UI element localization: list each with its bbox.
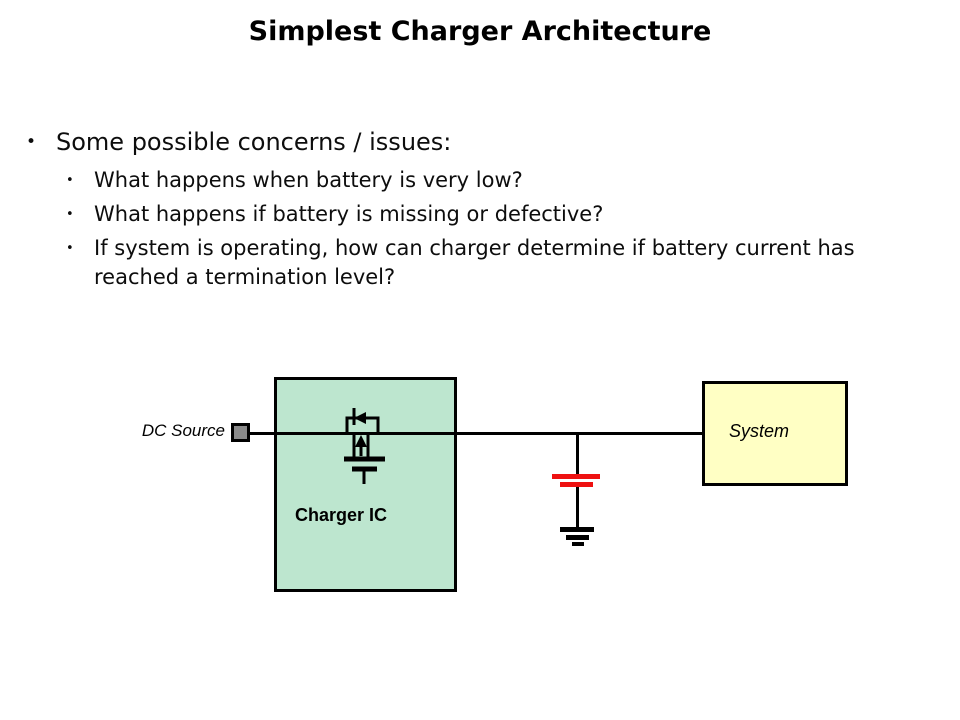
bullet-dot-icon: • bbox=[66, 173, 74, 188]
main-wire bbox=[249, 432, 704, 435]
sub-bullet: • What happens if battery is missing or … bbox=[66, 200, 941, 229]
battery-ground-wire bbox=[576, 487, 579, 528]
sub-bullet: • What happens when battery is very low? bbox=[66, 166, 941, 195]
bullet-dot-icon: • bbox=[26, 132, 37, 152]
bullet-list: • Some possible concerns / issues: • Wha… bbox=[26, 127, 941, 297]
page-title: Simplest Charger Architecture bbox=[248, 16, 712, 47]
sub-bullet-text: What happens if battery is missing or de… bbox=[94, 202, 604, 226]
dc-source-label: DC Source bbox=[141, 421, 225, 440]
system-label: System bbox=[729, 421, 790, 441]
ground-icon bbox=[566, 535, 589, 540]
main-bullet: • Some possible concerns / issues: bbox=[26, 127, 941, 158]
sub-bullet-text: If system is operating, how can charger … bbox=[94, 236, 855, 289]
pmos-transistor-icon bbox=[344, 408, 385, 484]
bullet-dot-icon: • bbox=[66, 207, 74, 222]
ground-icon bbox=[560, 527, 594, 532]
sub-bullet-text: What happens when battery is very low? bbox=[94, 168, 523, 192]
dc-source-connector bbox=[231, 423, 250, 442]
battery-icon-negative-plate bbox=[560, 482, 593, 487]
ground-icon bbox=[572, 542, 584, 546]
main-bullet-text: Some possible concerns / issues: bbox=[56, 128, 452, 156]
system-box: System bbox=[702, 381, 848, 486]
charger-ic-label: Charger IC bbox=[295, 505, 388, 525]
battery-branch-wire bbox=[576, 432, 579, 476]
sub-bullet: • If system is operating, how can charge… bbox=[66, 234, 941, 292]
battery-icon-positive-plate bbox=[552, 474, 600, 479]
sub-bullet-list: • What happens when battery is very low?… bbox=[66, 166, 941, 292]
bullet-dot-icon: • bbox=[66, 241, 74, 256]
